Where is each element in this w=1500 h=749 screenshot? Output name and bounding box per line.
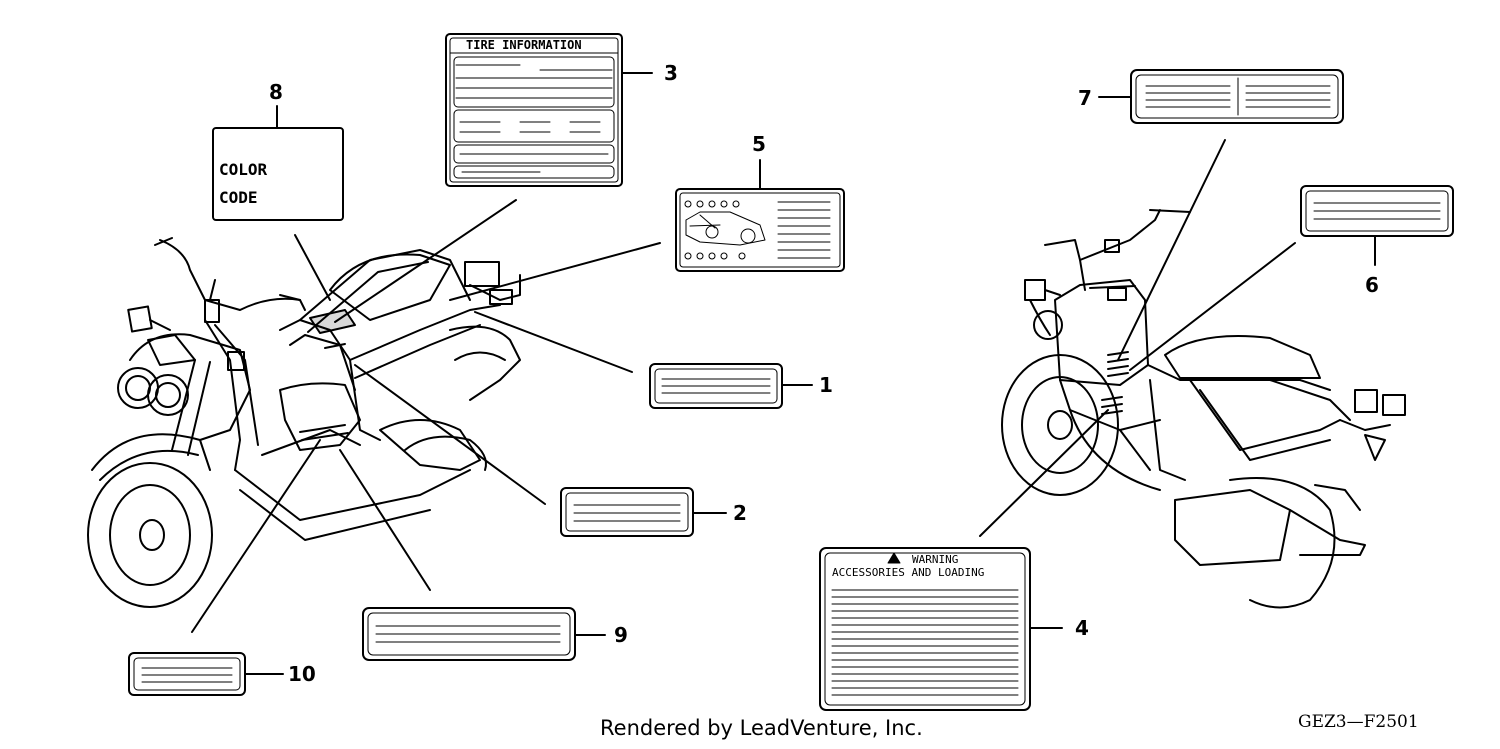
tire-information-heading: TIRE INFORMATION (466, 38, 582, 52)
callout-4: 4 (1075, 616, 1089, 640)
callout-2: 2 (733, 501, 747, 525)
leader-lines (191, 72, 1376, 675)
label-10-sticker (128, 652, 246, 696)
callout-10: 10 (288, 662, 316, 686)
callout-8: 8 (269, 80, 283, 104)
color-code-line2: CODE (219, 188, 258, 207)
callout-3: 3 (664, 61, 678, 85)
label-6-sticker (1300, 185, 1454, 237)
callout-6: 6 (1365, 273, 1379, 297)
diagram-code: GEZ3—F2501 (1298, 712, 1419, 732)
warning-title: WARNING (912, 553, 959, 566)
callout-9: 9 (614, 623, 628, 647)
callout-5: 5 (752, 132, 766, 156)
label-5-schematic (675, 188, 845, 272)
label-2-sticker (560, 487, 694, 537)
color-code-line1: COLOR (219, 160, 268, 179)
rendered-by-credit: Rendered by LeadVenture, Inc. (600, 716, 923, 740)
label-9-sticker (362, 607, 576, 661)
warning-subtitle: ACCESSORIES AND LOADING (832, 566, 985, 579)
label-1-sticker (649, 363, 783, 409)
callout-1: 1 (819, 373, 833, 397)
scooter-left-illustration (87, 237, 521, 608)
callout-7: 7 (1078, 86, 1092, 110)
scooter-right-illustration (1001, 209, 1406, 609)
label-3-tire-information (445, 33, 623, 187)
label-7-sticker (1130, 69, 1344, 124)
